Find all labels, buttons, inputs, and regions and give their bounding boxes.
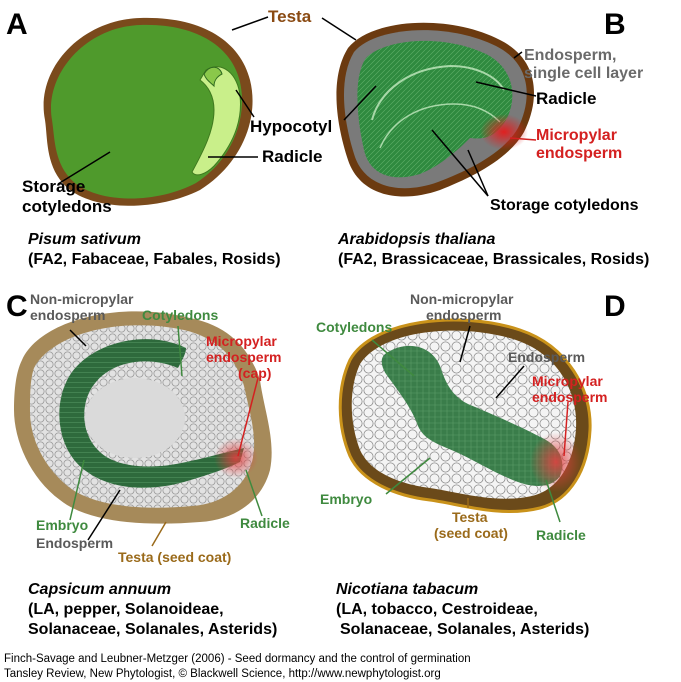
micropylar-leader-b	[509, 137, 537, 141]
storage-leader-b2	[467, 149, 489, 197]
arabidopsis-cotyledon-line-2	[379, 103, 501, 149]
panel-c: C Non-micropylar endosperm Cotyledons Mi…	[6, 290, 290, 638]
taxonomy-d1: (LA, tobacco, Cestroideae,	[336, 601, 538, 618]
panel-b-letter: B	[604, 8, 626, 41]
label-radicle-c: Radicle	[240, 515, 290, 531]
label-endosperm-d: Endosperm	[508, 349, 585, 365]
label-micro-c2: endosperm	[206, 349, 281, 365]
label-testa-c: Testa (seed coat)	[118, 549, 231, 565]
arabidopsis-embryo	[357, 40, 513, 178]
species-c: Capsicum annuum	[28, 581, 171, 598]
label-nonmicro-d2: endosperm	[426, 307, 501, 323]
pepper-endosperm-center	[85, 378, 185, 458]
label-embryo-c: Embryo	[36, 517, 88, 533]
label-micro-d1: Micropylar	[532, 373, 603, 389]
label-micropylar-b2: endosperm	[536, 145, 622, 162]
label-radicle-d: Radicle	[536, 527, 586, 543]
radicle-leader-c	[245, 469, 263, 517]
micropylar-leader-d	[563, 401, 569, 457]
panel-c-letter: C	[6, 290, 28, 323]
taxonomy-c2: Solanaceae, Solanales, Asterids)	[28, 621, 277, 638]
embryo-leader-d	[385, 457, 431, 495]
panel-b: B Endosperm, single cell layer Radicle M…	[321, 8, 649, 268]
cotyledons-leader-d	[371, 339, 415, 377]
label-nonmicro-c1: Non-micropylar	[30, 291, 134, 307]
taxonomy-b: (FA2, Brassicaceae, Brassicales, Rosids)	[338, 251, 649, 268]
storage-leader-a	[57, 151, 111, 185]
label-radicle-b: Radicle	[536, 89, 596, 108]
label-micro-c3: (cap)	[238, 365, 271, 381]
radicle-leader-b	[475, 81, 537, 97]
panel-d: D Cotyledons Non-micropylar endosperm En…	[316, 290, 626, 638]
cotyledons-leader-c	[177, 325, 183, 377]
label-storage-b: Storage cotyledons	[490, 197, 639, 214]
endosperm-leader-c	[87, 489, 121, 541]
arabidopsis-micropylar	[480, 114, 528, 150]
radicle-leader-d	[545, 479, 561, 523]
label-storage-a1: Storage	[22, 177, 85, 196]
label-embryo-d: Embryo	[320, 491, 372, 507]
pepper-micropylar	[214, 438, 258, 478]
label-cotyledons-c: Cotyledons	[142, 307, 218, 323]
hypocotyl-leader	[235, 89, 255, 118]
footer-source: Tansley Review, New Phytologist, © Black…	[4, 668, 441, 680]
species-a: Pisum sativum	[28, 231, 141, 248]
label-micropylar-b1: Micropylar	[536, 127, 617, 144]
label-micro-d2: endosperm	[532, 389, 607, 405]
label-endosperm-b1: Endosperm,	[524, 47, 616, 64]
species-b: Arabidopsis thaliana	[337, 231, 495, 248]
micropylar-leader-c	[237, 377, 259, 457]
nonmicro-leader-d	[459, 325, 471, 363]
endosperm-leader-b	[513, 51, 523, 59]
panel-d-letter: D	[604, 290, 626, 323]
species-d: Nicotiana tabacum	[336, 581, 478, 598]
label-testa: Testa	[268, 7, 312, 26]
label-endosperm-c: Endosperm	[36, 535, 113, 551]
taxonomy-d2: Solanaceae, Solanales, Asterids)	[340, 621, 589, 638]
arabidopsis-cotyledon-line-1	[371, 64, 505, 121]
testa-leader-a	[231, 16, 269, 31]
label-nonmicro-d1: Non-micropylar	[410, 291, 514, 307]
label-endosperm-b2: single cell layer	[524, 65, 643, 82]
label-radicle-a: Radicle	[262, 147, 322, 166]
pea-cotyledon	[51, 24, 243, 199]
tobacco-embryo	[381, 345, 563, 486]
label-cotyledons-d: Cotyledons	[316, 319, 392, 335]
tobacco-micropylar	[530, 432, 582, 492]
embryo-leader-c	[69, 459, 85, 521]
footer-citation: Finch-Savage and Leubner-Metzger (2006) …	[4, 653, 471, 665]
endosperm-leader-d	[495, 365, 525, 399]
testa-leader-c	[151, 521, 167, 547]
taxonomy-c1: (LA, pepper, Solanoideae,	[28, 601, 224, 618]
panel-a: A Testa Hypocotyl Radicle Storage cotyle…	[6, 7, 332, 268]
label-hypocotyl: Hypocotyl	[250, 117, 332, 136]
label-nonmicro-c2: endosperm	[30, 307, 105, 323]
hypocotyl-leader-b	[343, 85, 377, 121]
nonmicro-leader-c	[69, 329, 87, 347]
panel-a-letter: A	[6, 8, 28, 41]
taxonomy-a: (FA2, Fabaceae, Fabales, Rosids)	[28, 251, 281, 268]
label-testa-d1: Testa	[452, 509, 488, 525]
storage-leader-b1	[431, 129, 489, 197]
label-testa-d2: (seed coat)	[434, 525, 508, 541]
pea-plumule	[203, 66, 223, 88]
testa-leader-b	[321, 17, 357, 41]
label-storage-a2: cotyledons	[22, 197, 112, 216]
label-micro-c1: Micropylar	[206, 333, 277, 349]
